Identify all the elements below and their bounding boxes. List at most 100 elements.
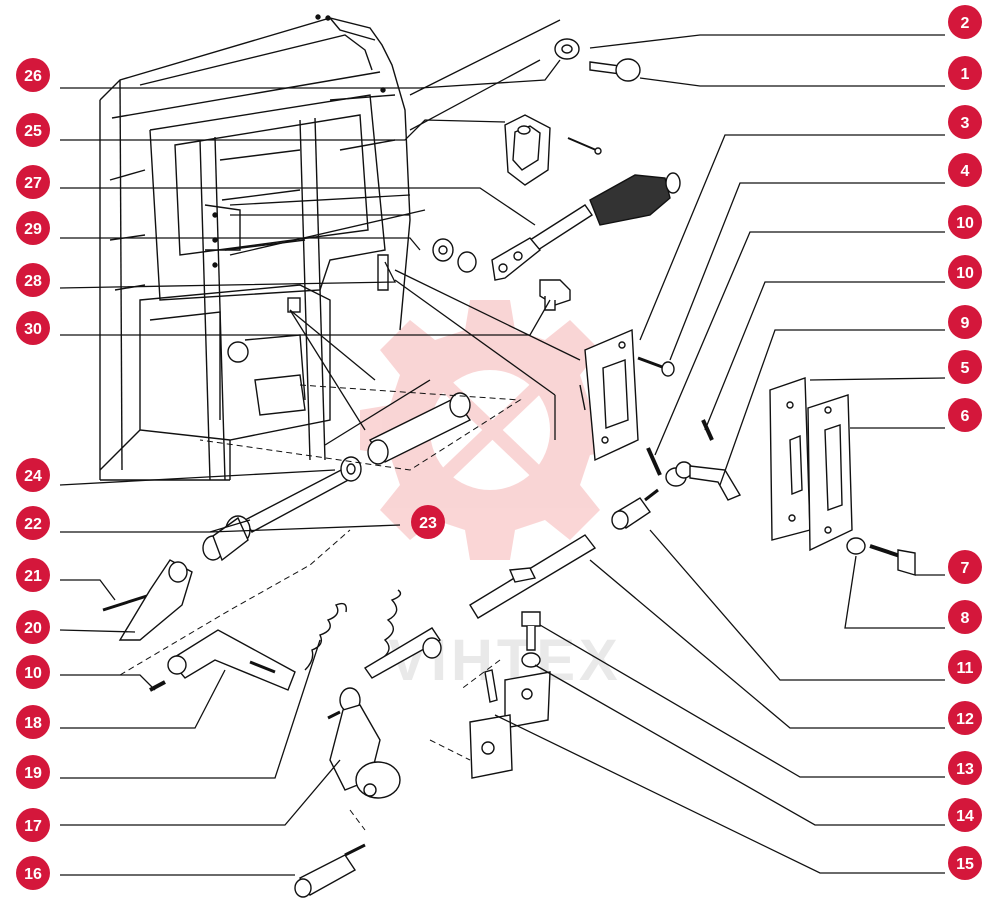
callout-4: 4 bbox=[948, 153, 982, 187]
callout-label: 30 bbox=[24, 321, 42, 338]
callout-1: 1 bbox=[948, 56, 982, 90]
callout-badge bbox=[948, 701, 982, 735]
callout-10: 10 bbox=[16, 655, 50, 689]
callout-28: 28 bbox=[16, 263, 50, 297]
callout-badge bbox=[16, 211, 50, 245]
callout-label: 5 bbox=[961, 360, 970, 377]
callout-badge bbox=[948, 56, 982, 90]
callout-21: 21 bbox=[16, 558, 50, 592]
callout-label: 21 bbox=[24, 568, 42, 585]
part-screw-21 bbox=[102, 593, 151, 612]
part-bushing-24 bbox=[340, 456, 362, 482]
part-crank-18 bbox=[149, 629, 296, 692]
callout-badge bbox=[948, 600, 982, 634]
part-screw-26 bbox=[567, 137, 602, 155]
callout-badge bbox=[16, 263, 50, 297]
callout-26: 26 bbox=[16, 58, 50, 92]
callout-badge bbox=[16, 755, 50, 789]
callout-30: 30 bbox=[16, 311, 50, 345]
callout-label: 9 bbox=[961, 315, 970, 332]
callout-badge bbox=[948, 5, 982, 39]
callout-badge bbox=[948, 105, 982, 139]
callout-badge bbox=[16, 705, 50, 739]
callout-9: 9 bbox=[948, 305, 982, 339]
callout-badge bbox=[948, 350, 982, 384]
callout-badge bbox=[948, 846, 982, 880]
callout-label: 27 bbox=[24, 175, 42, 192]
callout-24: 24 bbox=[16, 458, 50, 492]
callout-8: 8 bbox=[948, 600, 982, 634]
callout-label: 13 bbox=[956, 761, 974, 778]
callout-label: 22 bbox=[24, 516, 42, 533]
part-lever-20 bbox=[118, 559, 193, 641]
callout-badge bbox=[948, 305, 982, 339]
part-knob-screw-1 bbox=[589, 58, 641, 82]
part-pin-16 bbox=[294, 843, 366, 898]
callout-badge bbox=[16, 311, 50, 345]
callout-badge bbox=[948, 650, 982, 684]
callout-17: 17 bbox=[16, 808, 50, 842]
callout-label: 14 bbox=[956, 808, 974, 825]
callout-label: 18 bbox=[24, 715, 42, 732]
part-tube-23 bbox=[367, 392, 472, 465]
callout-badge bbox=[948, 550, 982, 584]
part-hook-lever-9 bbox=[665, 461, 742, 501]
callout-25: 25 bbox=[16, 113, 50, 147]
callout-14: 14 bbox=[948, 798, 982, 832]
part-plate-3 bbox=[579, 328, 639, 462]
callout-badge bbox=[16, 165, 50, 199]
callout-label: 23 bbox=[419, 515, 437, 532]
callout-badge bbox=[411, 505, 445, 539]
callout-badge bbox=[16, 458, 50, 492]
callout-10: 10 bbox=[948, 205, 982, 239]
part-roller-shaft bbox=[363, 627, 442, 679]
callout-badge bbox=[16, 113, 50, 147]
leader-lines bbox=[59, 19, 946, 876]
callout-23: 23 bbox=[411, 505, 445, 539]
callout-badge bbox=[16, 610, 50, 644]
part-bolt-7 bbox=[869, 544, 916, 576]
part-nut-14 bbox=[521, 652, 541, 668]
machine-frame bbox=[99, 14, 411, 481]
callout-badge bbox=[16, 558, 50, 592]
callout-label: 20 bbox=[24, 620, 42, 637]
callout-5: 5 bbox=[948, 350, 982, 384]
callout-19: 19 bbox=[16, 755, 50, 789]
callout-18: 18 bbox=[16, 705, 50, 739]
part-rod-12 bbox=[469, 534, 597, 619]
part-handle-27 bbox=[491, 172, 681, 281]
callout-23-group: 23 bbox=[411, 505, 445, 539]
callout-label: 28 bbox=[24, 273, 42, 290]
part-plate-5 bbox=[769, 377, 811, 541]
callout-label: 12 bbox=[956, 711, 974, 728]
callout-7: 7 bbox=[948, 550, 982, 584]
callout-27: 27 bbox=[16, 165, 50, 199]
callout-label: 16 bbox=[24, 866, 42, 883]
part-plate-6 bbox=[807, 394, 853, 552]
callout-3: 3 bbox=[948, 105, 982, 139]
callout-11: 11 bbox=[948, 650, 982, 684]
part-washers-29 bbox=[432, 238, 477, 273]
callout-label: 4 bbox=[961, 163, 970, 180]
callout-label: 1 bbox=[961, 66, 970, 83]
callout-label: 26 bbox=[24, 68, 42, 85]
callout-label: 11 bbox=[957, 660, 974, 677]
part-pin-15 bbox=[484, 669, 498, 703]
callout-badge bbox=[948, 255, 982, 289]
callout-label: 10 bbox=[24, 665, 42, 682]
callout-badge bbox=[948, 398, 982, 432]
callout-badge bbox=[16, 506, 50, 540]
callout-label: 24 bbox=[24, 468, 42, 485]
callout-20: 20 bbox=[16, 610, 50, 644]
callout-15: 15 bbox=[948, 846, 982, 880]
part-washer-8 bbox=[846, 537, 866, 555]
callout-badge bbox=[948, 798, 982, 832]
part-screw-4 bbox=[637, 356, 675, 377]
callout-badge bbox=[948, 153, 982, 187]
callout-badge bbox=[948, 205, 982, 239]
part-bolt-13 bbox=[521, 611, 541, 651]
part-pin-10a bbox=[646, 447, 662, 476]
callout-label: 2 bbox=[961, 15, 970, 32]
